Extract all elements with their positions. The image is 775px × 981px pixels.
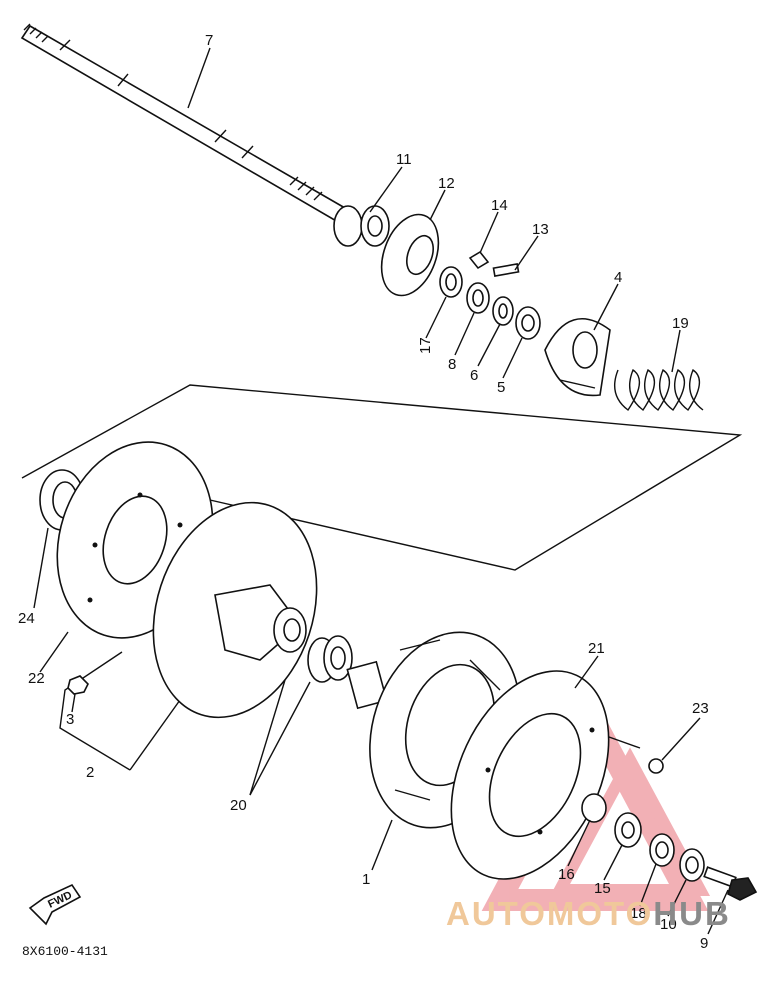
callout-20: 20: [230, 797, 247, 814]
fwd-arrow-icon: FWD: [28, 883, 82, 926]
callout-19: 19: [672, 315, 689, 332]
callout-2: 2: [86, 764, 94, 781]
callout-13: 13: [532, 221, 549, 238]
nut-part: [67, 675, 89, 695]
callout-3: 3: [66, 711, 74, 728]
callout-15: 15: [594, 880, 611, 897]
fastener-stack: [581, 758, 758, 901]
callout-9: 9: [700, 935, 708, 952]
callout-22: 22: [28, 670, 45, 687]
cam-part: [544, 318, 611, 397]
callout-17: 17: [417, 337, 434, 354]
callout-8: 8: [448, 356, 456, 373]
diagram-code: 8X6100-4131: [22, 944, 108, 959]
callout-6: 6: [470, 367, 478, 384]
callout-21: 21: [588, 640, 605, 657]
shaft-part: [20, 23, 347, 224]
spring-part: [614, 368, 704, 412]
watermark-text-right: HUB: [653, 895, 731, 932]
callout-11: 11: [396, 151, 412, 168]
sheave-part: [152, 501, 318, 719]
front-disc-part: [450, 670, 610, 880]
bearing-part: [333, 205, 390, 247]
callout-5: 5: [497, 379, 505, 396]
flange-plate-part: [380, 213, 440, 297]
callout-24: 24: [18, 610, 35, 627]
callout-12: 12: [438, 175, 455, 192]
callout-7: 7: [205, 32, 213, 49]
callout-18: 18: [630, 905, 647, 922]
callout-1: 1: [362, 871, 370, 888]
leader-lines: [33, 47, 729, 935]
callout-16: 16: [558, 866, 575, 883]
callout-labels: 7 11 12 14 13 4 19 17 8 6 5 24 22 3 2 20…: [18, 32, 709, 952]
collar-part: [307, 635, 353, 683]
callout-23: 23: [692, 700, 709, 717]
small-hardware-group: [439, 250, 541, 340]
watermark-logo: AUTOMOTOHUB: [446, 895, 731, 933]
callout-10: 10: [660, 916, 677, 933]
watermark-text-left: AUTOMOTO: [446, 895, 654, 932]
callout-4: 4: [614, 269, 622, 286]
callout-14: 14: [491, 197, 508, 214]
